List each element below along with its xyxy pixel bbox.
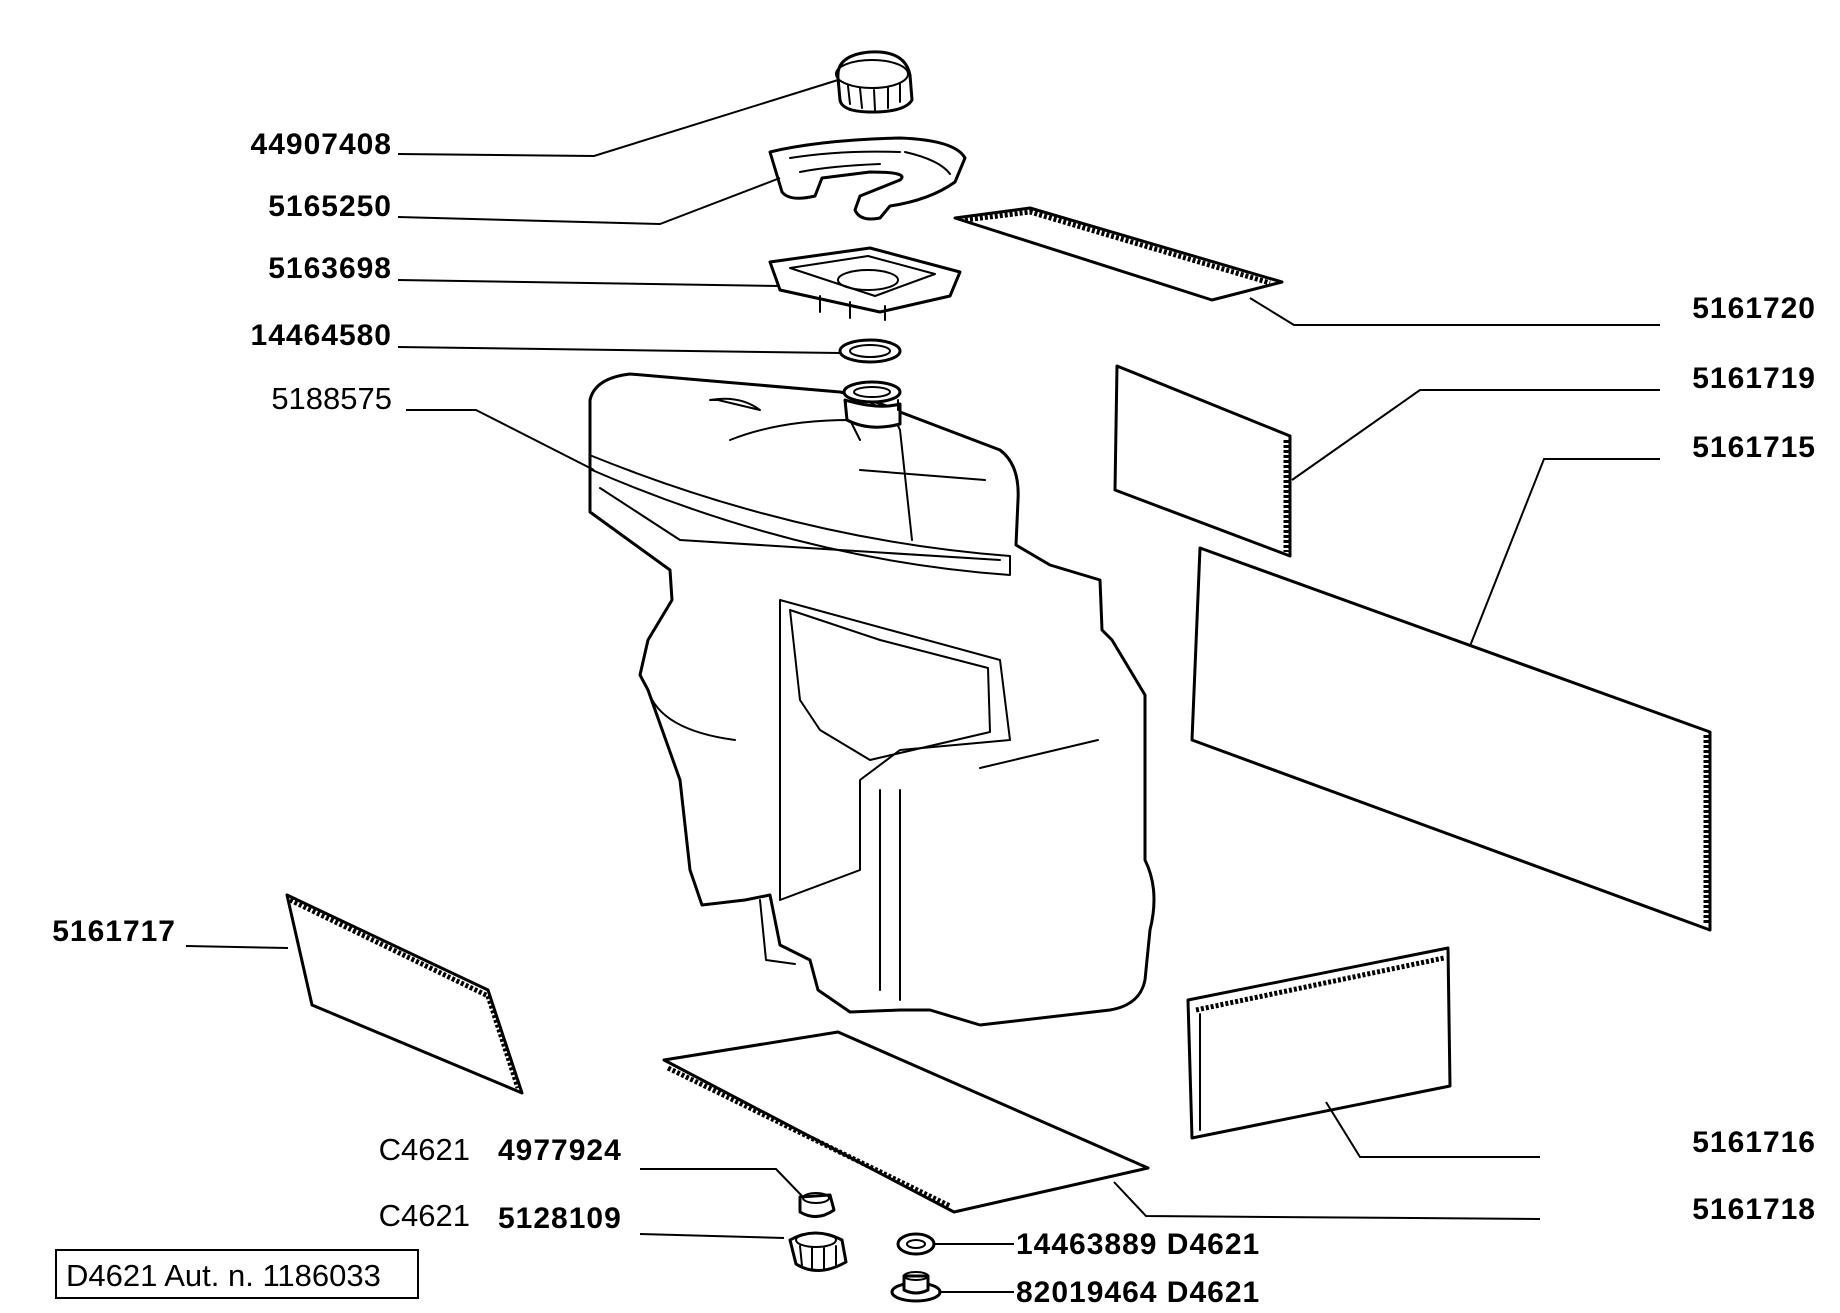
pad-left [285, 893, 524, 1095]
leader-flange [397, 279, 781, 287]
label-seal-ring: 14464580 [251, 319, 392, 352]
label-pad-left: 5161717 [52, 915, 176, 948]
leader-hose [397, 177, 781, 226]
leader-seal-ring [397, 346, 841, 354]
label-drain-plug: 82019464 D4621 [1016, 1276, 1260, 1308]
label-tank: 5188575 [271, 381, 392, 416]
leader-pad-left [185, 945, 289, 949]
pad-top [953, 206, 1284, 302]
drain-plug [890, 1271, 942, 1303]
tank-neck [842, 380, 902, 429]
label-small-nut: 4977924 [498, 1134, 622, 1167]
pad-bottom [662, 1030, 1150, 1214]
leader-pad-front [1325, 1101, 1540, 1158]
pad-side-large [1190, 546, 1712, 932]
leader-pad-bottom [1113, 1181, 1541, 1220]
filler-flange [768, 246, 962, 321]
label-knurled-nut: 5128109 [498, 1202, 622, 1235]
tank [588, 372, 1156, 1027]
filler-cap [835, 50, 914, 114]
pad-front [1186, 946, 1452, 1140]
pad-side-small [1113, 364, 1292, 558]
label-pad-front: 5161716 [1692, 1126, 1816, 1159]
label-washer: 14463889 D4621 [1016, 1228, 1260, 1261]
knurled-nut [788, 1231, 848, 1272]
authorization-stamp: D4621 Aut. n. 1186033 [55, 1249, 419, 1299]
leader-tank [406, 409, 595, 471]
part-labels: 44907408 5165250 5163698 14464580 518857… [52, 128, 1816, 1309]
leader-pad-side-small [1291, 389, 1660, 481]
filler-hose [768, 136, 967, 221]
leader-pad-top [1249, 297, 1660, 326]
label-pad-top: 5161720 [1692, 292, 1816, 325]
leader-pad-side-large [1469, 458, 1660, 647]
stamp-text: D4621 Aut. n. 1186033 [66, 1258, 381, 1293]
label-pad-side-small: 5161719 [1692, 362, 1816, 395]
label-cap: 44907408 [251, 128, 392, 161]
washer [896, 1232, 936, 1256]
leader-small-nut [640, 1168, 803, 1197]
label-pad-bottom: 5161718 [1692, 1193, 1816, 1226]
small-nut [798, 1192, 836, 1218]
label-hose: 5165250 [268, 190, 392, 223]
leader-cap [397, 79, 839, 158]
seal-ring [838, 338, 902, 364]
code-small-nut: C4621 [379, 1132, 470, 1167]
leader-lines [185, 79, 1660, 1293]
code-knurled-nut: C4621 [379, 1198, 470, 1233]
leader-knurled-nut [639, 1233, 785, 1239]
label-flange: 5163698 [268, 252, 392, 285]
label-pad-side-large: 5161715 [1692, 431, 1816, 464]
